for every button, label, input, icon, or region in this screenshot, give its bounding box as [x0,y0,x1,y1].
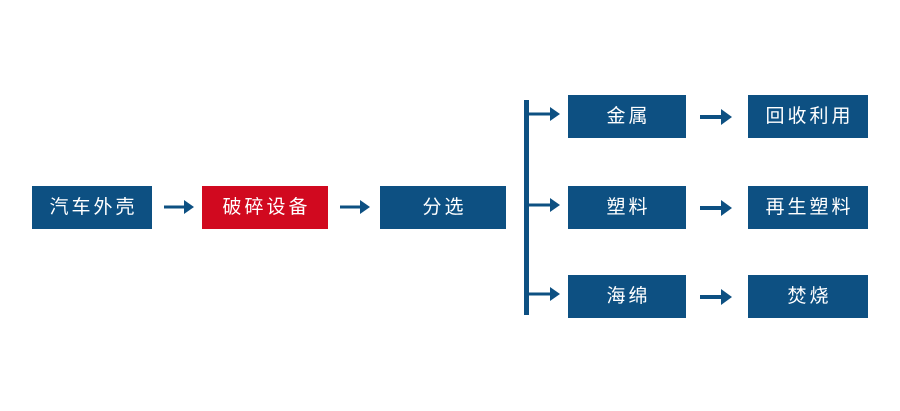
node-recycled-plastic[interactable]: 再生塑料 [748,186,868,229]
arrow-crusher-to-sorting [340,196,370,218]
branch-connector-sorting [522,96,564,320]
node-sorting-label: 分选 [422,197,467,218]
node-car-shell-label: 汽车外壳 [49,197,138,218]
arrow-metal-to-recycle [700,105,732,129]
node-crushing-equipment-label: 破碎设备 [222,197,311,218]
node-metal[interactable]: 金属 [568,95,686,138]
node-plastic-label: 塑料 [606,197,651,218]
node-car-shell[interactable]: 汽车外壳 [32,186,152,229]
arrow-plastic-to-recycled-plastic [700,196,732,220]
node-plastic[interactable]: 塑料 [568,186,686,229]
node-sponge[interactable]: 海绵 [568,275,686,318]
node-recycled-plastic-label: 再生塑料 [765,197,854,218]
arrow-sponge-to-incineration [700,285,732,309]
node-sorting[interactable]: 分选 [380,186,506,229]
node-recycle-reuse-label: 回收利用 [765,106,854,127]
node-incineration[interactable]: 焚烧 [748,275,868,318]
node-metal-label: 金属 [606,106,651,127]
node-sponge-label: 海绵 [606,286,651,307]
node-crushing-equipment[interactable]: 破碎设备 [202,186,328,229]
node-incineration-label: 焚烧 [787,286,832,307]
arrow-shell-to-crusher [164,196,194,218]
node-recycle-reuse[interactable]: 回收利用 [748,95,868,138]
